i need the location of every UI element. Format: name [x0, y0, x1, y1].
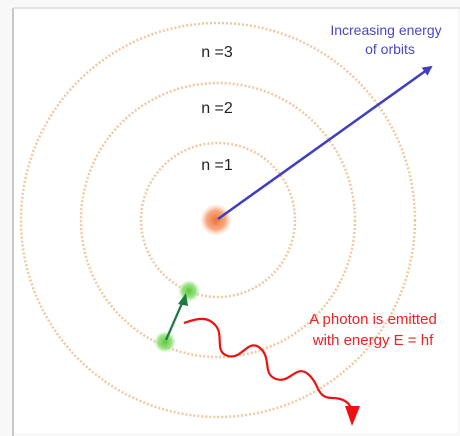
- electron-transition-arrow: [164, 300, 185, 341]
- panel-background: [13, 8, 458, 433]
- energy-arrow: [217, 65, 433, 221]
- orbit-label-n2: n =2: [201, 100, 233, 117]
- orbit-ring-2: [79, 81, 357, 359]
- photon-label-line1: A photon is emitted: [309, 311, 437, 328]
- energy-label-line1: Increasing energy: [330, 22, 441, 38]
- orbit-label-n1: n =1: [201, 157, 233, 174]
- photon-arrowhead: [345, 406, 360, 426]
- electron-inner-orbit: [178, 280, 200, 302]
- nucleus: [200, 204, 232, 236]
- electron-transition-arrowhead: [178, 293, 188, 306]
- photon-wave: [183, 317, 354, 411]
- energy-label-line2: of orbits: [365, 41, 415, 57]
- photon-label-line2: with energy E = hf: [312, 332, 434, 349]
- orbit-label-n3: n =3: [201, 44, 233, 61]
- orbit-ring-1: [139, 141, 297, 299]
- orbit-ring-3: [19, 21, 417, 419]
- electron-outer-orbit: [154, 331, 176, 353]
